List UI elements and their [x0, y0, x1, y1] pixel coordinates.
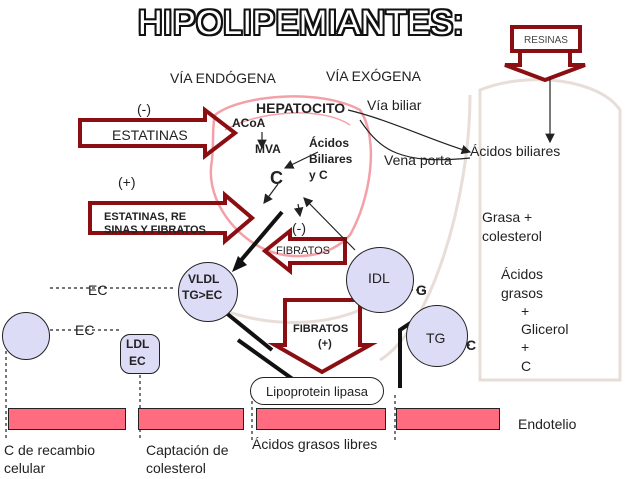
- acidos-grasos-1: Ácidos: [501, 266, 544, 282]
- stimulation-sign-1: (+): [118, 174, 136, 190]
- acidos-biliares-c-3: y C: [309, 168, 328, 182]
- ldl-label-1: LDL: [126, 337, 150, 351]
- resinas-arrow: [504, 53, 586, 83]
- acidos-biliares-label: Ácidos biliares: [470, 143, 561, 159]
- captacion-label-1: Captación de: [146, 442, 229, 458]
- mva-label: MVA: [255, 142, 281, 156]
- endotelio-bar-3: [256, 408, 386, 430]
- glicerol-label: Glicerol: [521, 321, 569, 337]
- acidos-grasos-2: grasos: [501, 285, 544, 301]
- grasa-label-2: colesterol: [482, 228, 542, 244]
- fibratos-left-arrow: [261, 226, 347, 276]
- fibratos-label-mid-1: FIBRATOS: [293, 323, 349, 335]
- vena-porta-label: Vena porta: [384, 152, 452, 168]
- colesterol-center: C: [270, 168, 283, 188]
- idl-particle: [346, 247, 414, 313]
- estatinas-label: ESTATINAS: [112, 127, 188, 143]
- estatinas-resinas-fibratos-arrow: [88, 190, 256, 246]
- tg-particle: [406, 305, 468, 367]
- ec-label-2: EC: [75, 322, 95, 338]
- ec-label-1: EC: [88, 282, 108, 298]
- recambio-label-2: celular: [4, 460, 46, 476]
- lipoprotein-lipasa: Lipoprotein lipasa: [250, 377, 384, 405]
- via-exogena-label: VÍA EXÓGENA: [326, 68, 421, 84]
- fibratos-label-top: FIBRATOS: [276, 245, 330, 257]
- plus-sign-a: +: [521, 303, 530, 319]
- acidos-biliares-c-1: Ácidos: [309, 136, 350, 150]
- via-endogena-label: VÍA ENDÓGENA: [170, 70, 276, 86]
- lipoprotein-lipasa-label: Lipoprotein lipasa: [266, 384, 368, 399]
- endotelio-bar-4: [396, 408, 500, 430]
- endotelio-bar-2: [138, 408, 244, 430]
- vldl-label-1: VLDL: [188, 272, 220, 286]
- colesterol-right: C: [521, 358, 532, 374]
- endotelio-bar-1: [8, 408, 126, 430]
- g-label: G: [416, 282, 427, 298]
- inhibition-sign-2: (-): [292, 220, 306, 236]
- captacion-label-2: colesterol: [146, 460, 206, 476]
- recambio-label-1: C de recambio: [4, 442, 96, 458]
- vldl-particle: [178, 262, 238, 322]
- ldl-label-2: EC: [129, 354, 146, 368]
- grasa-label-1: Grasa +: [482, 209, 533, 225]
- page-title: HIPOLIPEMIANTES:: [138, 4, 464, 42]
- cell-circle: [2, 312, 50, 360]
- acoa-label: ACoA: [232, 116, 266, 130]
- endotelio-label: Endotelio: [518, 416, 577, 432]
- resinas-label: RESINAS: [524, 35, 568, 46]
- tg-c-label: C: [466, 337, 477, 353]
- vldl-label-2: TG>EC: [182, 288, 223, 302]
- plus-sign-b: +: [521, 339, 530, 355]
- tg-label: TG: [426, 330, 446, 346]
- resinas-box: RESINAS: [510, 25, 582, 53]
- fibratos-label-mid-2: (+): [318, 338, 332, 350]
- ldl-particle: [120, 334, 160, 374]
- fibratos-down-arrow: [267, 298, 378, 375]
- acidos-grasos-libres-label: Ácidos grasos libres: [252, 436, 378, 452]
- estatinas-resinas-fibratos-2: SINAS Y FIBRATOS: [104, 224, 206, 236]
- hepatocito-label: HEPATOCITO: [256, 100, 346, 116]
- inhibition-sign-1: (-): [137, 101, 151, 117]
- estatinas-arrow: [78, 105, 239, 161]
- via-biliar-label: Vía biliar: [367, 97, 422, 113]
- acidos-biliares-c-2: Biliares: [309, 152, 353, 166]
- estatinas-resinas-fibratos-1: ESTATINAS, RE: [104, 211, 187, 223]
- hepatocyte-membrane: [209, 95, 373, 258]
- idl-label: IDL: [368, 270, 390, 286]
